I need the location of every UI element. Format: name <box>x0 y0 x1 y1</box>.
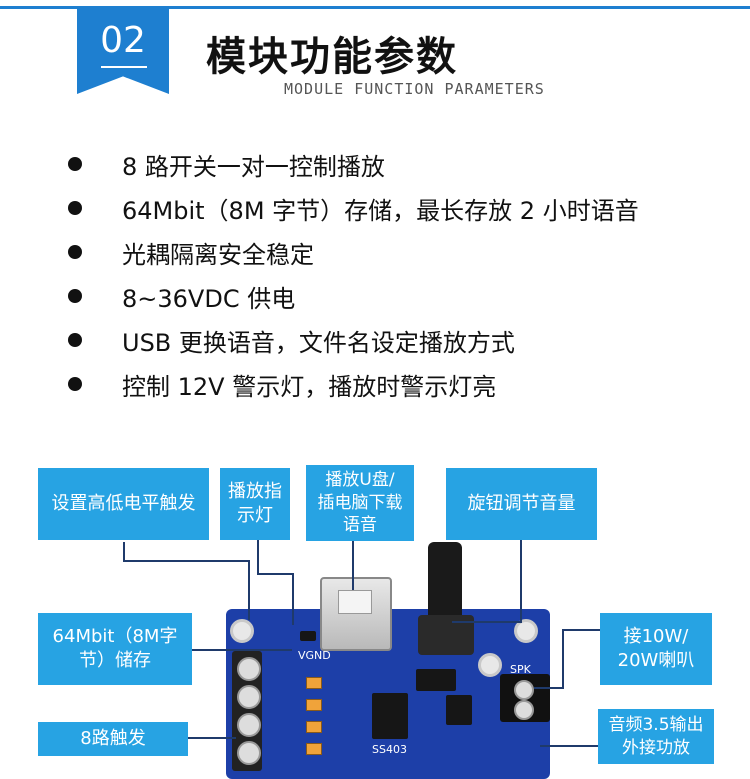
list-item: 8~36VDC 供电 <box>60 274 295 318</box>
callout-8-triggers: 8路触发 <box>38 722 188 756</box>
screw-icon <box>237 741 261 765</box>
list-item: USB 更换语音，文件名设定播放方式 <box>60 318 515 362</box>
feature-text: 8 路开关一对一控制播放 <box>122 152 385 181</box>
board-illustration: VGND SPK SS403 设置高低电平触发 播放指 示灯 播放U盘/ 插电脑… <box>0 455 750 779</box>
screw-icon <box>514 680 534 700</box>
volume-knob-icon <box>428 542 462 622</box>
feature-text: 控制 12V 警示灯，播放时警示灯亮 <box>122 372 497 401</box>
callout-speaker: 接10W/ 20W喇叭 <box>600 613 712 685</box>
bullet-icon <box>68 289 82 303</box>
mounting-hole-icon <box>514 619 538 643</box>
page-title: 模块功能参数 <box>206 34 458 80</box>
speaker-terminal <box>500 674 550 722</box>
callout-wire <box>188 737 236 739</box>
usb-port-tongue <box>338 590 372 614</box>
list-item: 光耦隔离安全稳定 <box>60 230 314 274</box>
chip-icon <box>300 631 316 641</box>
feature-text: USB 更换语音，文件名设定播放方式 <box>122 328 515 357</box>
callout-volume-knob: 旋钮调节音量 <box>446 468 597 540</box>
callout-wire <box>248 560 250 620</box>
mounting-hole-icon <box>230 619 254 643</box>
callout-wire <box>192 649 292 651</box>
bullet-icon <box>68 157 82 171</box>
bullet-icon <box>68 245 82 259</box>
led-icon <box>306 743 322 755</box>
callout-wire <box>352 540 354 590</box>
feature-text: 光耦隔离安全稳定 <box>122 240 314 269</box>
terminal-block <box>232 651 262 771</box>
callout-storage: 64Mbit（8M字 节）储存 <box>38 613 192 685</box>
led-icon <box>306 677 322 689</box>
led-icon <box>306 721 322 733</box>
section-number-badge: 02 <box>77 6 169 94</box>
callout-wire <box>257 533 259 573</box>
callout-wire <box>534 687 564 689</box>
feature-text: 8~36VDC 供电 <box>122 284 296 313</box>
chip-icon <box>446 695 472 725</box>
top-accent-rule <box>0 6 750 9</box>
callout-wire <box>540 745 598 747</box>
callout-wire <box>562 629 600 631</box>
feature-list: 8 路开关一对一控制播放 64Mbit（8M 字节）存储，最长存放 2 小时语音… <box>60 142 639 406</box>
callout-level-trigger: 设置高低电平触发 <box>38 468 209 540</box>
screw-icon <box>237 713 261 737</box>
section-number: 02 <box>100 20 146 61</box>
callout-wire <box>123 560 249 562</box>
led-icon <box>306 699 322 711</box>
screw-icon <box>237 657 261 681</box>
callout-play-indicator: 播放指 示灯 <box>220 468 290 540</box>
callout-wire <box>292 573 294 625</box>
list-item: 控制 12V 警示灯，播放时警示灯亮 <box>60 362 496 406</box>
callout-wire <box>562 629 564 689</box>
page-subtitle: MODULE FUNCTION PARAMETERS <box>284 80 545 98</box>
chip-icon <box>372 693 408 739</box>
pcb-label-spk: SPK <box>510 663 531 676</box>
bullet-icon <box>68 333 82 347</box>
callout-wire <box>520 538 522 623</box>
callout-audio-output: 音频3.5输出 外接功放 <box>598 709 714 764</box>
pcb-label-chip: SS403 <box>372 743 407 756</box>
list-item: 8 路开关一对一控制播放 <box>60 142 385 186</box>
callout-wire <box>452 621 522 623</box>
screw-icon <box>237 685 261 709</box>
bullet-icon <box>68 201 82 215</box>
callout-wire <box>257 573 293 575</box>
callout-usb-download: 播放U盘/ 插电脑下载 语音 <box>306 465 414 541</box>
usb-port <box>320 577 392 651</box>
bullet-icon <box>68 377 82 391</box>
feature-text: 64Mbit（8M 字节）存储，最长存放 2 小时语音 <box>122 196 639 225</box>
list-item: 64Mbit（8M 字节）存储，最长存放 2 小时语音 <box>60 186 639 230</box>
mounting-hole-icon <box>478 653 502 677</box>
badge-underline <box>101 66 147 68</box>
callout-wire <box>123 542 125 560</box>
screw-icon <box>514 700 534 720</box>
pcb-label-vgnd: VGND <box>298 649 331 662</box>
chip-icon <box>416 669 456 691</box>
